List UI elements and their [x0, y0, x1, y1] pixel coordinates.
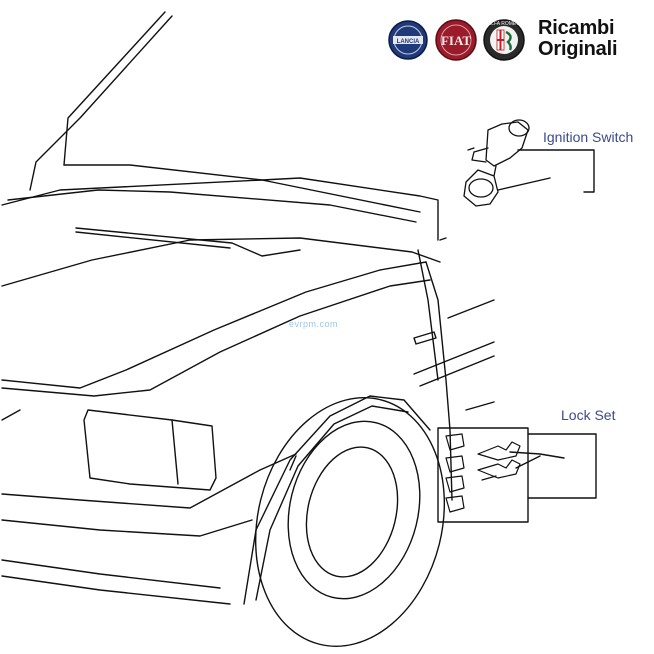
ignition-pointer	[497, 177, 551, 191]
door-line	[447, 299, 495, 319]
wheel-arch-inner	[255, 405, 409, 601]
svg-text:FIAT: FIAT	[441, 33, 471, 48]
brand-title-line2: Originali	[538, 38, 618, 60]
lock-bracket	[527, 433, 597, 499]
fender-marker	[413, 331, 437, 345]
lock-keys	[477, 441, 521, 481]
tire-inner	[287, 420, 421, 600]
hood-front-lower	[1, 279, 431, 397]
lock-pointer	[509, 451, 565, 459]
side-rub-strip-2	[419, 355, 495, 387]
hood-vent-2	[75, 231, 231, 249]
bumper-low	[1, 575, 231, 605]
fender-top	[425, 261, 453, 501]
bumper-mid	[1, 519, 253, 537]
windshield-outline	[29, 15, 173, 191]
fiat-logo: FIAT	[435, 19, 477, 61]
hood-vent	[75, 227, 301, 257]
hood-rear-edge	[7, 189, 417, 223]
brand-title-line1: Ricambi	[538, 17, 615, 39]
lock-pointer-2	[515, 455, 541, 469]
bumper-top	[1, 453, 297, 509]
ignition-bracket	[517, 149, 595, 193]
headlight	[83, 409, 217, 491]
windshield-base	[63, 164, 421, 213]
hood-crease	[1, 237, 441, 287]
lancia-logo: LANCIA	[388, 20, 428, 60]
wheel-arch	[243, 395, 431, 605]
lock-set-box	[437, 427, 529, 523]
tire-shoulder	[289, 455, 297, 471]
door-gap	[439, 237, 447, 241]
lock-cylinders	[445, 433, 465, 513]
hood-front-edge	[1, 261, 427, 389]
cowl-line	[1, 177, 439, 241]
side-rub-strip	[413, 341, 495, 375]
grille-side	[1, 409, 21, 421]
a-pillar	[63, 11, 166, 166]
tire	[254, 397, 446, 647]
fender-line	[417, 249, 439, 381]
alfa-romeo-logo: ALFA ROMEO	[483, 19, 525, 61]
brand-header: LANCIA FIAT ALFA ROMEO	[386, 14, 546, 66]
lock-set-label: Lock Set	[561, 407, 616, 423]
headlight-inner	[171, 419, 179, 485]
side-rub-strip-3	[465, 401, 495, 411]
svg-text:LANCIA: LANCIA	[397, 39, 420, 45]
ignition-switch-label: Ignition Switch	[543, 129, 634, 145]
brand-title: Ricambi Originali	[538, 17, 618, 60]
bumper-corner	[1, 559, 221, 589]
watermark: evrpm.com	[289, 319, 339, 329]
svg-text:ALFA ROMEO: ALFA ROMEO	[488, 21, 520, 27]
rim	[305, 446, 399, 578]
brand-logos: LANCIA FIAT ALFA ROMEO	[388, 19, 525, 61]
ignition-switch-part	[463, 119, 530, 207]
